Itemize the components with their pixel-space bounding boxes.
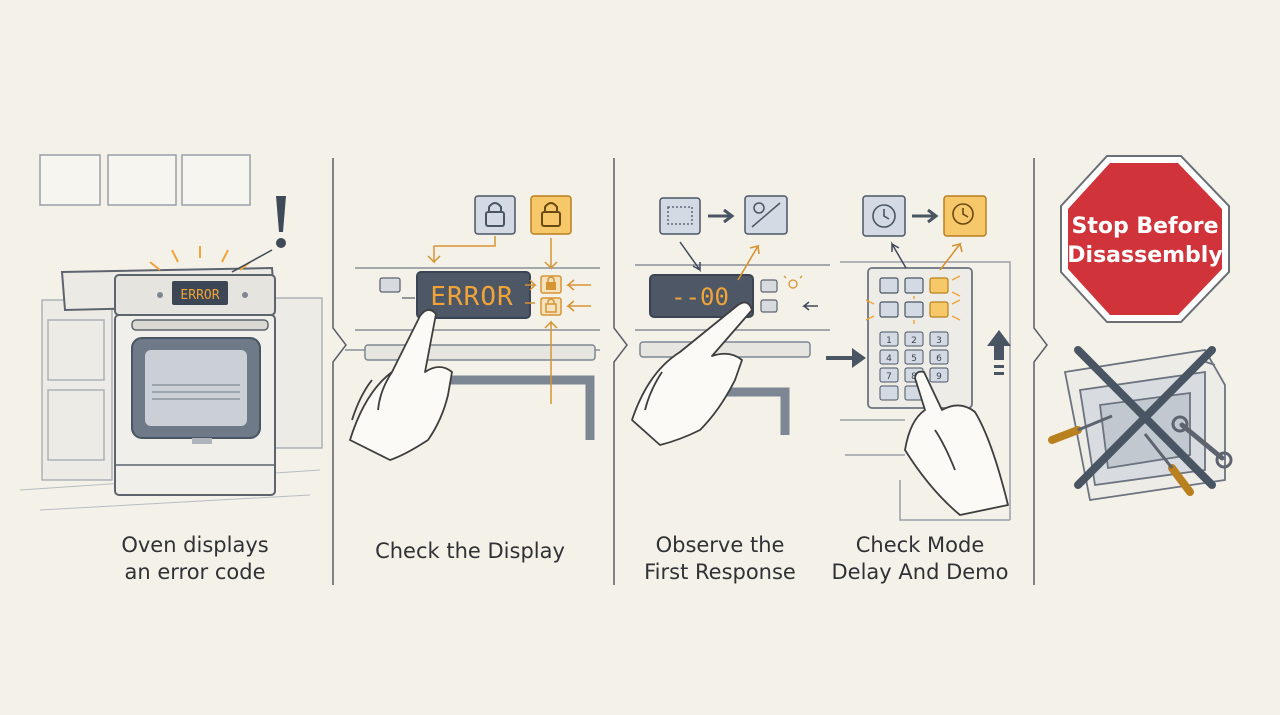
caption-oven-error: Oven displays an error code — [100, 532, 290, 586]
stop-sign: Stop Before Disassembly — [1060, 155, 1230, 323]
panel-stop: Stop Before Disassembly — [1048, 155, 1233, 502]
panel-first-response: --00 — [631, 195, 830, 446]
key-label: 6 — [936, 354, 942, 364]
clock-icon — [862, 195, 906, 237]
keypad-key: 5 — [904, 349, 924, 365]
display-code-text: --00 — [671, 283, 729, 311]
oven-display-text: ERROR — [180, 288, 219, 303]
function-keys — [879, 277, 949, 318]
caption-line: an error code — [124, 560, 266, 584]
control-buttons — [760, 279, 778, 313]
screwdriver-wrench-icon — [1048, 414, 1233, 496]
oven-wall — [840, 261, 1011, 521]
up-arrow-icon — [987, 330, 1011, 375]
keypad-key: 3 — [929, 331, 949, 347]
hand-typing — [904, 370, 1009, 516]
caption-check-display: Check the Display — [360, 538, 580, 565]
panel-check-display: ERROR — [345, 195, 600, 461]
key-label: 1 — [886, 336, 892, 346]
exclamation-icon — [276, 196, 286, 248]
caption-line: Observe the — [655, 533, 785, 557]
pointer-arrows — [427, 236, 591, 404]
upper-cabinets — [39, 154, 251, 206]
keypad-key: 1 — [879, 331, 899, 347]
caption-line: First Response — [644, 560, 796, 584]
display-screen-icon — [659, 197, 701, 235]
unlock-icon — [530, 195, 572, 235]
panel-mode-delay-demo: 1 2 3 4 5 6 7 8 9 — [826, 195, 1011, 521]
keypad-glow — [865, 275, 961, 324]
bulb-icon — [783, 275, 803, 289]
hand-pressing — [631, 301, 753, 446]
stop-sign-line-1: Stop Before — [1071, 214, 1218, 239]
flow-arrows — [679, 241, 701, 273]
error-glow-lines — [149, 246, 251, 271]
caption-mode-delay-demo: Check Mode Delay And Demo — [825, 532, 1015, 586]
flow-arrows — [891, 241, 907, 269]
hand-pointing — [349, 309, 453, 461]
key-label: 3 — [936, 336, 942, 346]
display-error-text: ERROR — [430, 282, 513, 312]
key-label: 2 — [911, 336, 917, 346]
small-lock-icons — [540, 275, 562, 316]
key-label: 8 — [911, 372, 917, 382]
caption-first-response: Observe the First Response — [625, 532, 815, 586]
keypad-key: 7 — [879, 367, 899, 383]
numeric-keypad: 1 2 3 4 5 6 7 8 9 — [879, 331, 949, 401]
caption-line: Delay And Demo — [831, 560, 1009, 584]
arrow-right — [912, 208, 939, 224]
key-label: 7 — [886, 372, 892, 382]
stop-sign-line-2: Disassembly — [1067, 243, 1222, 268]
panel-oven: ERROR — [19, 154, 323, 511]
caption-line: Check the Display — [375, 539, 565, 563]
keypad-key: 2 — [904, 331, 924, 347]
caption-line: Oven displays — [121, 533, 269, 557]
response-icon — [744, 195, 788, 235]
key-label: 5 — [911, 354, 917, 364]
delay-clock-icon — [943, 195, 987, 237]
lower-cabinets — [41, 297, 323, 481]
caption-line: Check Mode — [855, 533, 985, 557]
arrow-right — [708, 208, 735, 224]
keypad-key: 9 — [929, 367, 949, 383]
keypad-key: 6 — [929, 349, 949, 365]
arrow-right-big — [826, 348, 866, 368]
lock-icon — [474, 195, 516, 235]
oven-appliance: ERROR — [60, 266, 277, 496]
cross-out-icon — [1074, 346, 1216, 489]
panel-dividers — [332, 158, 1048, 585]
key-label: 4 — [886, 354, 892, 364]
key-label: 9 — [936, 372, 942, 382]
keypad-key: 4 — [879, 349, 899, 365]
